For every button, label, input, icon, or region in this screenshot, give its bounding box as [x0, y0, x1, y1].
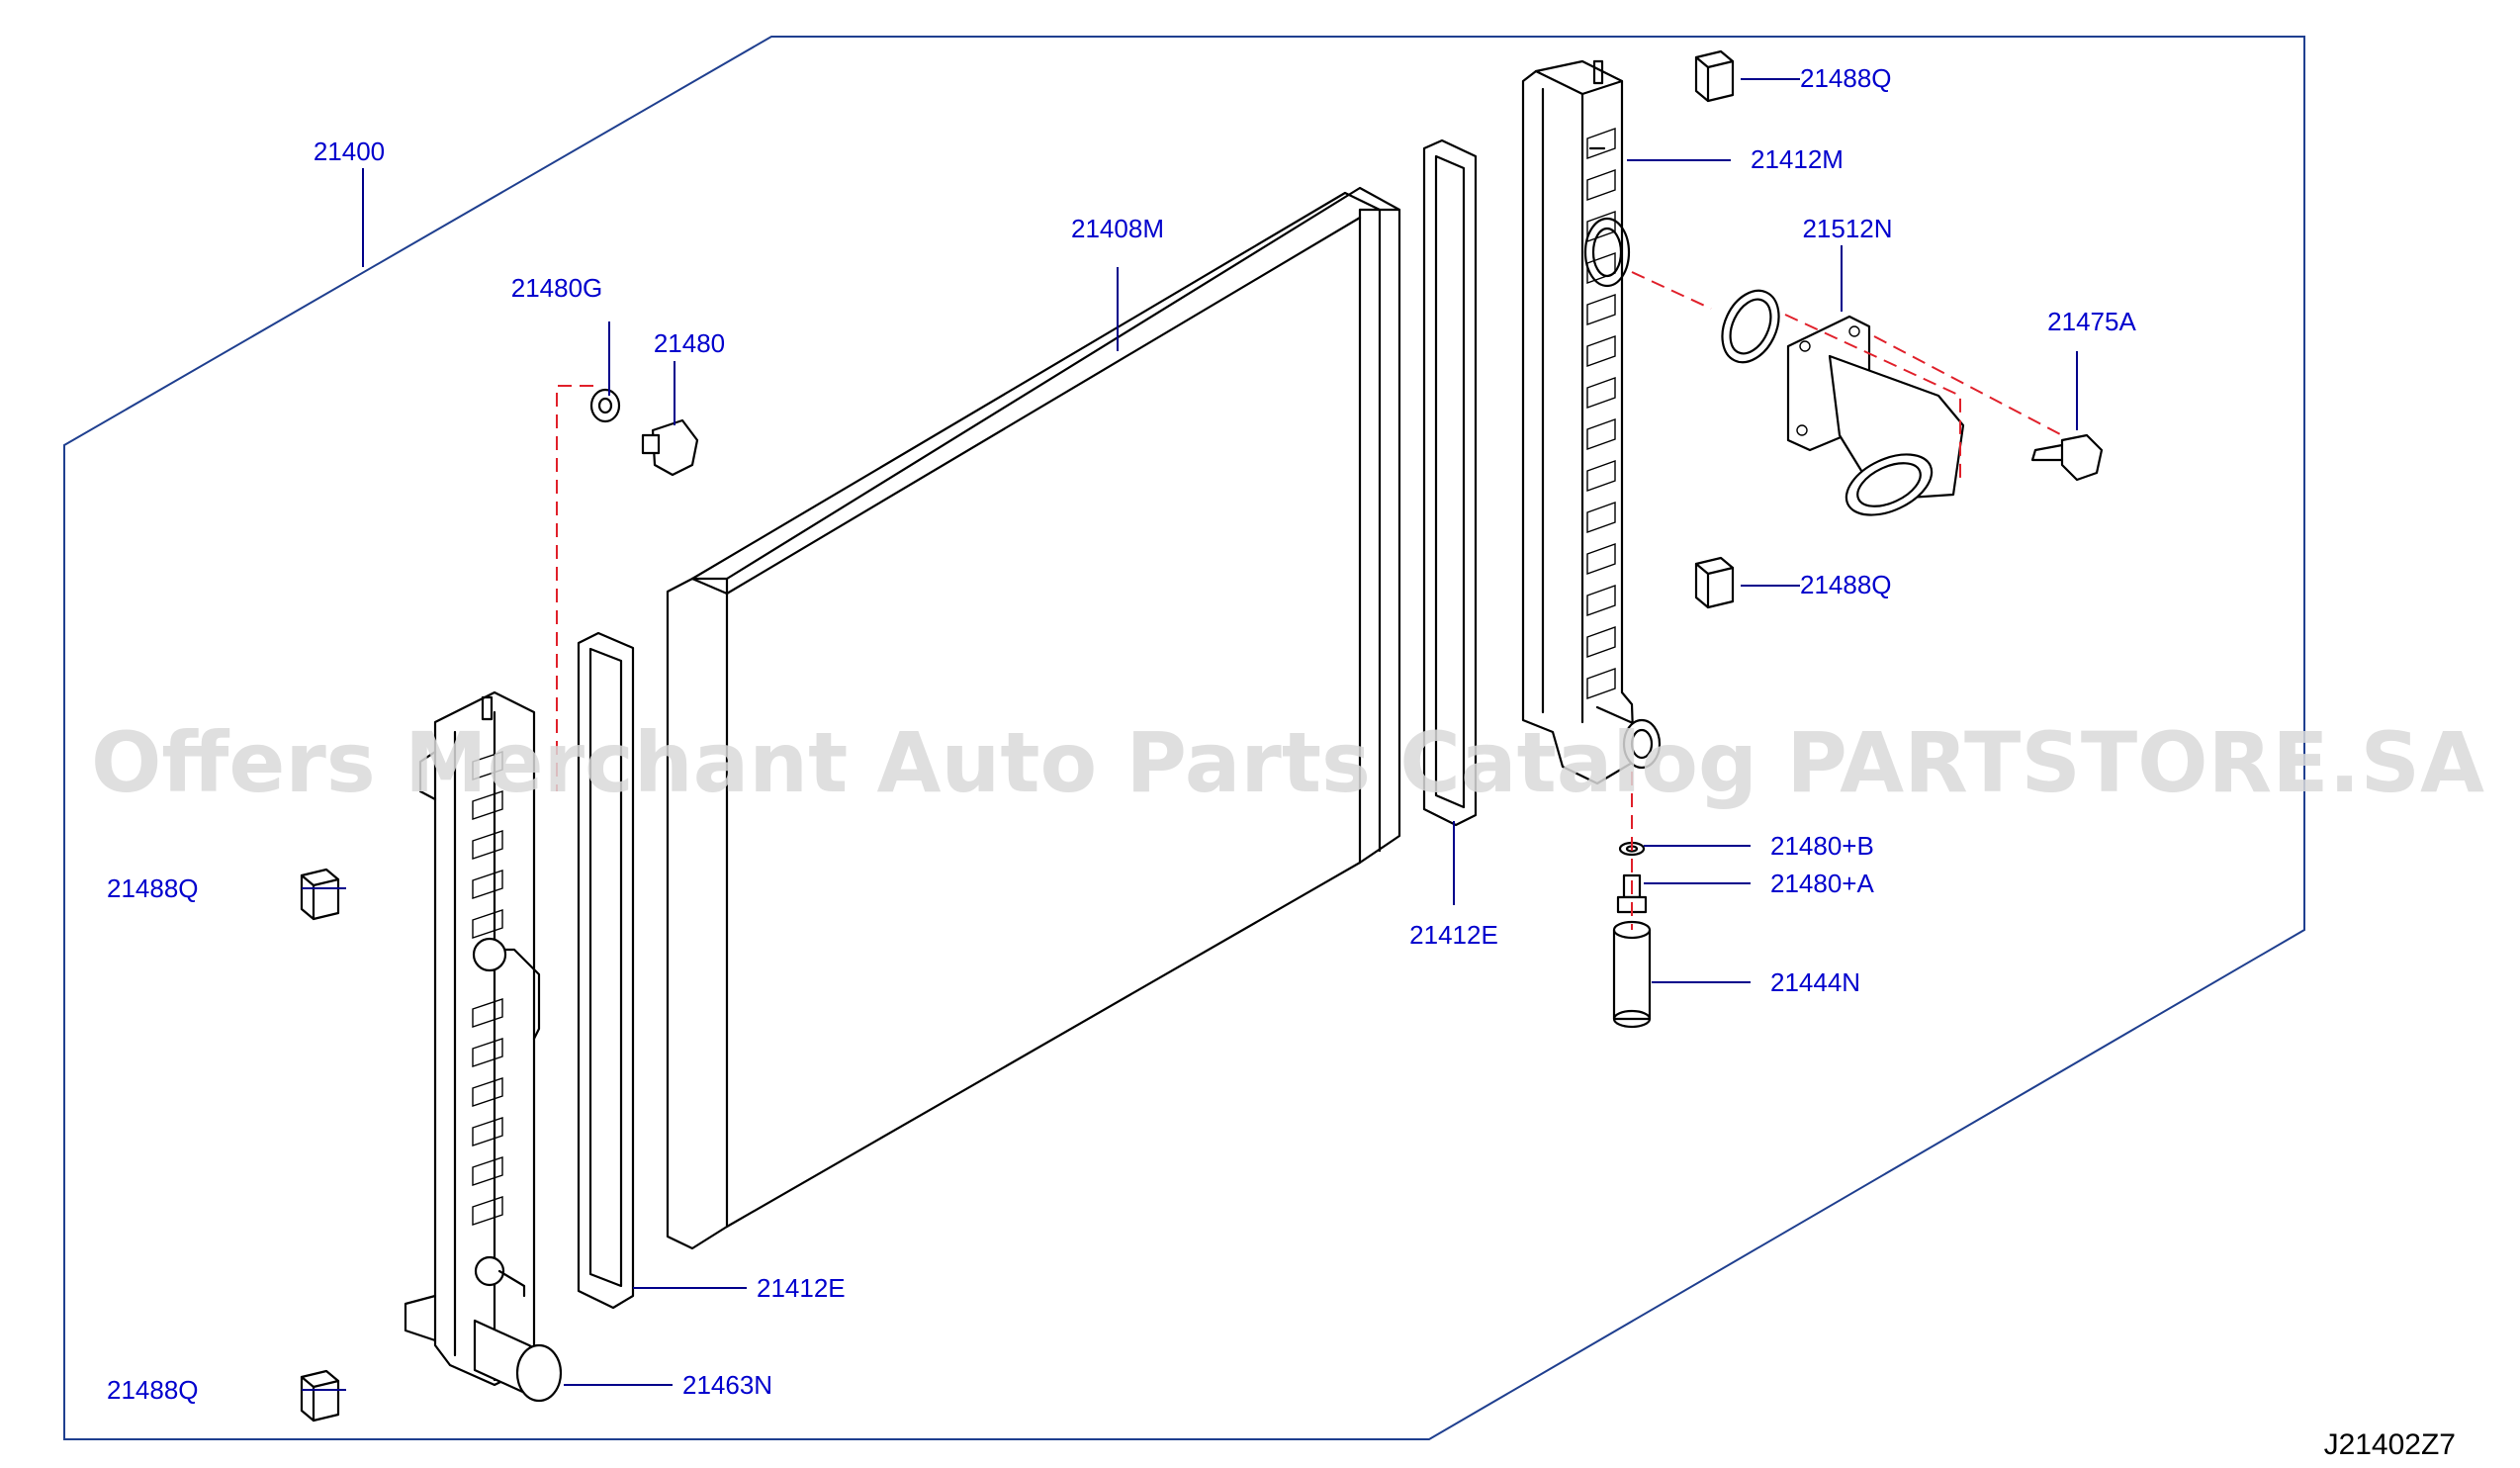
label-21400: 21400 [314, 137, 385, 166]
tank-slot [1586, 668, 1616, 699]
tank-left [404, 690, 563, 1403]
tank-slot [1586, 460, 1616, 492]
drain-cock-washer [589, 388, 621, 423]
tank-slot [1586, 543, 1616, 575]
drain-cock [641, 418, 699, 477]
radiator-core [666, 186, 1401, 1250]
label-21480b: 21480+B [1770, 831, 1874, 861]
leader-lines [302, 78, 2078, 1391]
assembly-guides [556, 271, 2063, 930]
tank-slot [1586, 502, 1616, 533]
tank-slot [472, 1117, 503, 1147]
mount-left-upper [300, 868, 340, 921]
diagram-code: J21402Z7 [2324, 1428, 2456, 1461]
label-21412m: 21412M [1751, 144, 1844, 174]
tank-slot [1586, 128, 1616, 159]
tank-slot [472, 1156, 503, 1186]
label-21463n: 21463N [682, 1370, 772, 1400]
tank-slot [472, 1196, 503, 1226]
label-21488q-mid-right: 21488Q [1800, 570, 1892, 599]
label-21488q-top-right: 21488Q [1800, 63, 1892, 93]
tank-slot [472, 909, 503, 939]
tank-slot [472, 830, 503, 860]
tank-slot [1586, 418, 1616, 450]
tank-right [1521, 59, 1662, 785]
seal-center [1422, 138, 1478, 827]
sleeve [1612, 920, 1652, 1029]
mount-top-right [1694, 49, 1735, 103]
label-21444n: 21444N [1770, 967, 1860, 997]
tank-slot [1586, 377, 1616, 409]
tank-slot [1586, 294, 1616, 325]
label-21488q-left-upper: 21488Q [107, 873, 199, 903]
tank-slot [472, 790, 503, 820]
watermark-text: Offers Merchant Auto Parts Catalog PARTS… [91, 714, 2484, 811]
label-21475a: 21475A [2047, 307, 2136, 336]
tank-slot [472, 998, 503, 1028]
tank-slot [1586, 585, 1616, 616]
label-21480g: 21480G [511, 273, 603, 303]
tank-slot [1586, 626, 1616, 658]
assembly-frame [63, 36, 2305, 1440]
inlet-housing [1786, 315, 1965, 516]
tank-slot [472, 870, 503, 899]
label-21480a: 21480+A [1770, 869, 1874, 898]
label-21480: 21480 [654, 328, 725, 358]
bolt [2030, 433, 2104, 482]
label-21412e-center: 21412E [1409, 920, 1498, 950]
seal-left [577, 631, 635, 1310]
tank-slot [472, 751, 503, 780]
tank-slot [472, 1077, 503, 1107]
label-21412e-left: 21412E [757, 1273, 846, 1303]
tank-slot [1586, 335, 1616, 367]
label-21512n: 21512N [1802, 214, 1892, 243]
o-ring [1721, 289, 1780, 364]
label-21488q-left-lower: 21488Q [107, 1375, 199, 1405]
tank-slot [1586, 169, 1616, 201]
part-labels: 21400 21408M 21480G 21480 21488Q 21412M … [107, 63, 2136, 1405]
label-21408m: 21408M [1071, 214, 1164, 243]
mount-left-lower [300, 1369, 340, 1422]
mount-mid-right [1694, 556, 1735, 609]
tank-slot [472, 1038, 503, 1067]
